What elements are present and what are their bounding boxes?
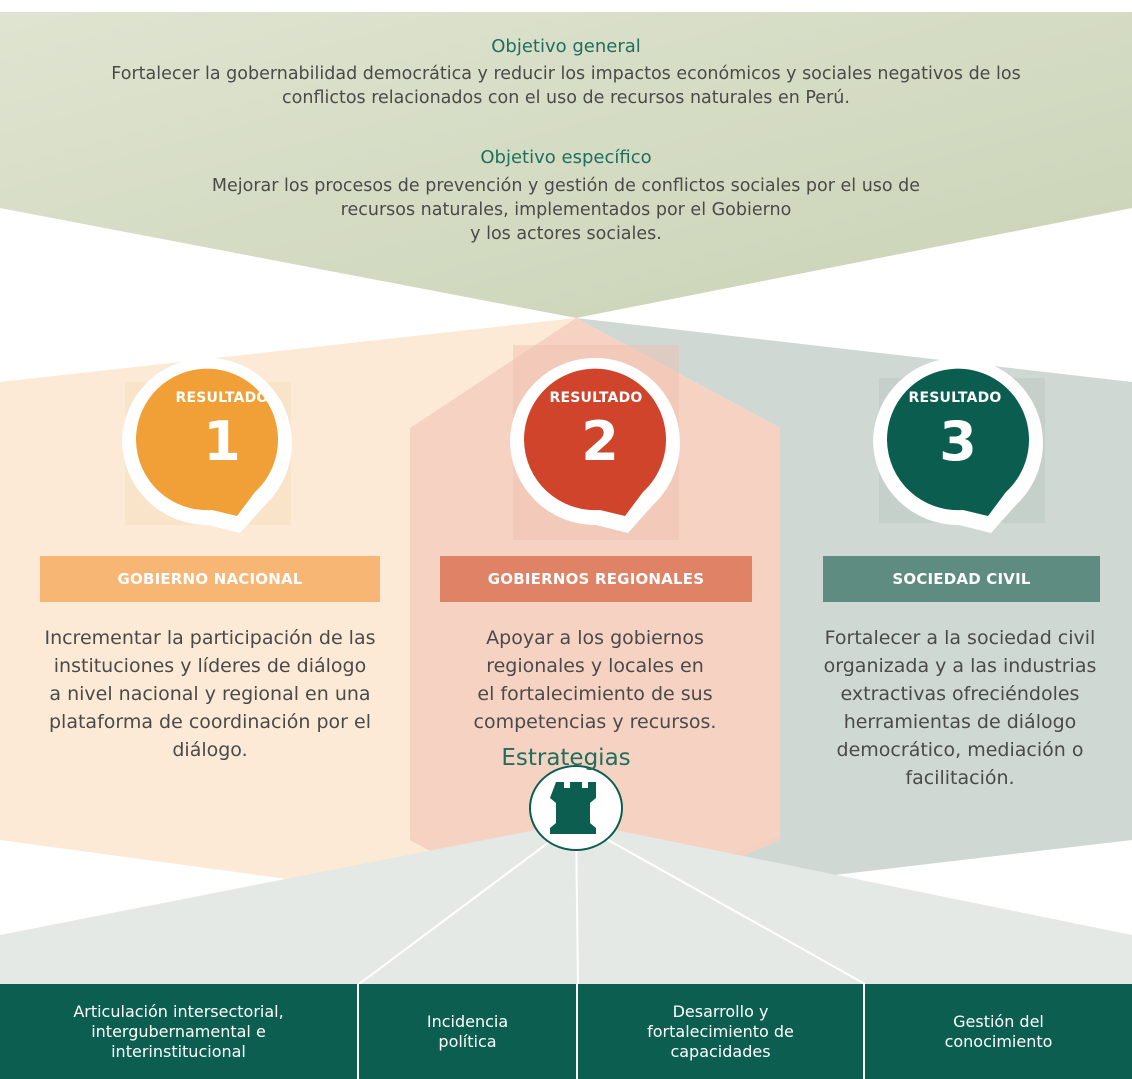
- strategies-bar: Articulación intersectorial, intergubern…: [0, 984, 1132, 1079]
- strategy-political-advocacy: Incidencia política: [359, 984, 578, 1079]
- strategies-title: Estrategias: [501, 745, 631, 771]
- result-2-column: [410, 318, 780, 930]
- objective-specific-line-2: recursos naturales, implementados por el…: [340, 200, 792, 220]
- result-3-band: SOCIEDAD CIVIL: [823, 556, 1100, 602]
- objective-specific-title: Objetivo específico: [480, 147, 652, 168]
- objectives-shape: [0, 12, 1132, 318]
- strategy-knowledge-management: Gestión del conocimiento: [944, 1011, 1053, 1051]
- objective-general-line-2: conflictos relacionados con el uso de re…: [282, 88, 850, 108]
- result-2-label: RESULTADO: [549, 390, 642, 406]
- result-1-band: GOBIERNO NACIONAL: [40, 556, 380, 602]
- result-2-number: 2: [581, 410, 619, 473]
- result-3-description: Fortalecer a la sociedad civil organizad…: [823, 627, 1097, 789]
- strategy-articulation: Articulación intersectorial, intergubern…: [0, 984, 359, 1079]
- result-3-pin: [872, 357, 1043, 533]
- result-2-description: Apoyar a los gobiernos regionales y loca…: [473, 627, 717, 733]
- objective-specific-line-1: Mejorar los procesos de prevención y ges…: [211, 176, 921, 196]
- strategies-fan: [0, 822, 1132, 984]
- result-2-band: GOBIERNOS REGIONALES: [440, 556, 752, 602]
- result-1-label: RESULTADO: [175, 390, 268, 406]
- result-2-pin: [510, 357, 680, 533]
- result-1-description: Incrementar la participación de las inst…: [44, 627, 376, 761]
- result-3-number: 3: [939, 410, 977, 473]
- result-1-pin: [121, 357, 292, 533]
- result-3-label: RESULTADO: [908, 390, 1001, 406]
- objective-general-title: Objetivo general: [491, 36, 641, 57]
- strategy-capacity-building: Desarrollo y fortalecimiento de capacida…: [578, 984, 865, 1079]
- chess-rook-icon: [529, 765, 623, 851]
- objective-specific-line-3: y los actores sociales.: [470, 224, 662, 244]
- objective-general-line-1: Fortalecer la gobernabilidad democrática…: [111, 64, 1021, 84]
- result-1-number: 1: [203, 410, 241, 473]
